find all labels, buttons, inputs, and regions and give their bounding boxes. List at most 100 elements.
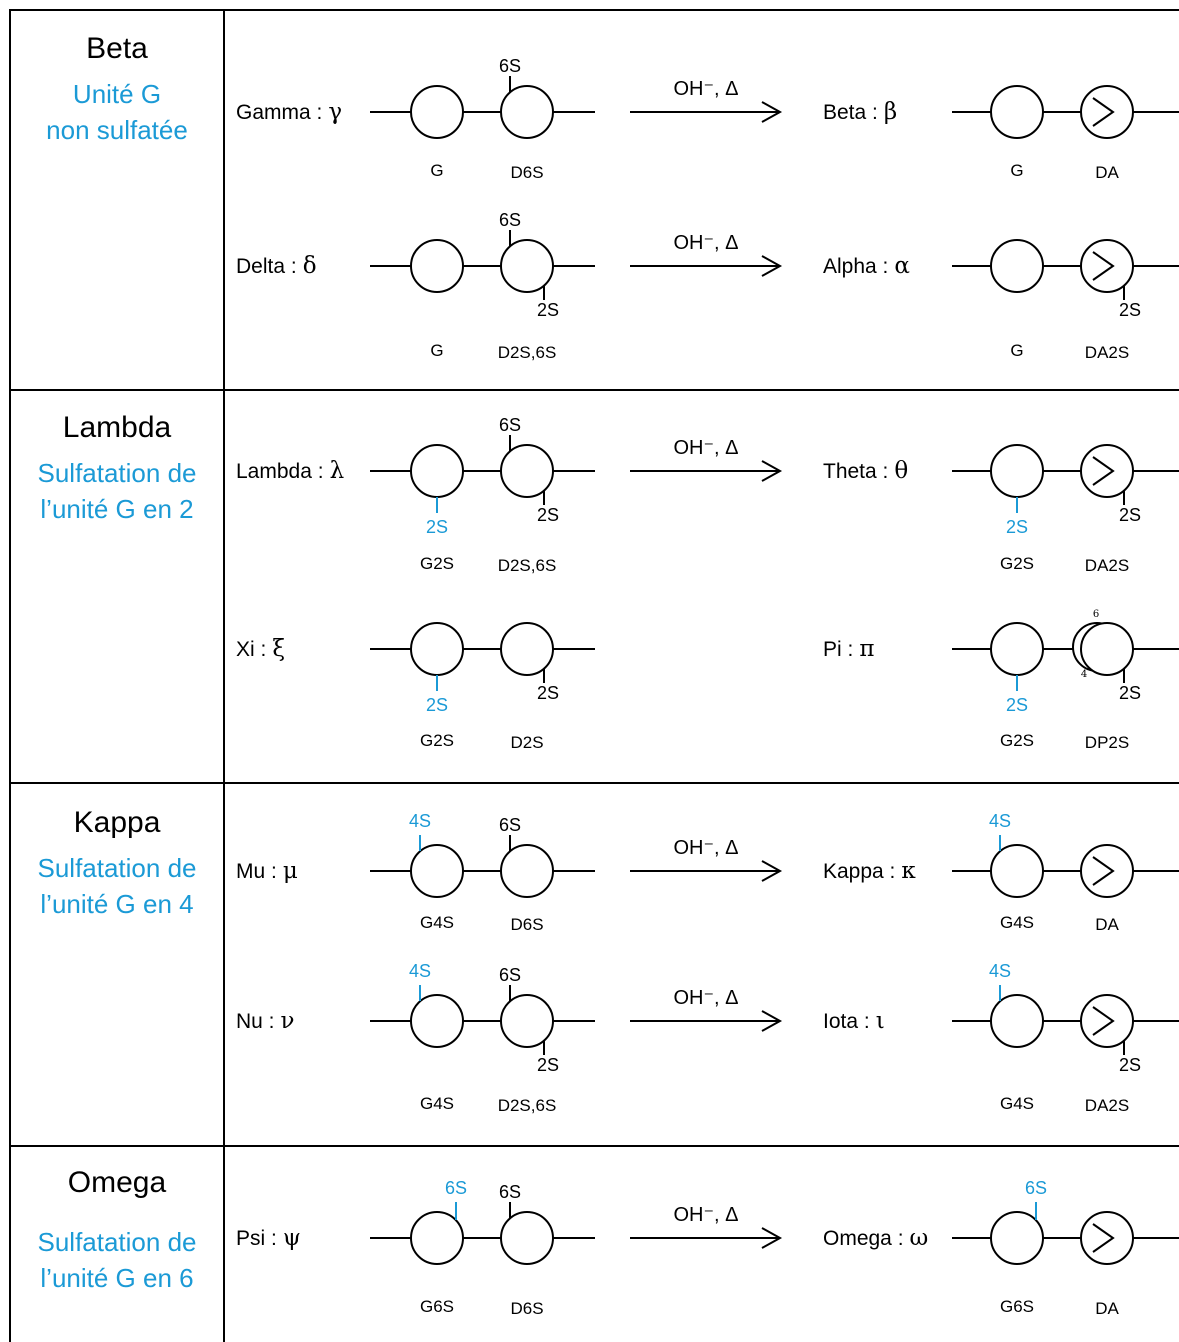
family-description-line: Sulfatation de bbox=[37, 458, 197, 488]
anhydro-bridge bbox=[1092, 1223, 1115, 1253]
unit-label: D2S,6S bbox=[497, 1096, 557, 1115]
sugar-ring bbox=[990, 239, 1044, 293]
sulfate-6s-label: 6S bbox=[498, 56, 522, 76]
sulfate-6s-label: 6S bbox=[444, 1178, 468, 1198]
sulfate-2s-label: 2S bbox=[1118, 300, 1142, 320]
family-name: Kappa bbox=[73, 806, 161, 839]
sugar-ring bbox=[410, 1211, 464, 1265]
sugar-ring bbox=[1080, 844, 1134, 898]
sulfate-2s-label: 2S bbox=[536, 300, 560, 320]
greek-symbol: θ bbox=[894, 458, 909, 484]
sulfate-6s-label: 6S bbox=[498, 210, 522, 230]
sulfate-2s-label: 2S bbox=[1118, 505, 1142, 525]
right-polymer-label: Omega :ω bbox=[823, 1226, 928, 1251]
unit-label: G4S bbox=[419, 913, 455, 932]
sulfate-4s-label: 4S bbox=[408, 811, 432, 831]
sugar-ring bbox=[1080, 444, 1134, 498]
sugar-ring bbox=[500, 1211, 554, 1265]
sugar-ring bbox=[1080, 1211, 1134, 1265]
family-cell-omega: Omega Sulfatation de l’unité G en 6 bbox=[10, 1166, 224, 1296]
unit-label: DA2S bbox=[1084, 1096, 1130, 1115]
sugar-ring bbox=[500, 622, 554, 676]
unit-label: G6S bbox=[419, 1297, 455, 1316]
unit-label: D6S bbox=[510, 915, 544, 934]
right-polymer-label: Pi :π bbox=[823, 637, 874, 662]
sulfate-2s-label: 2S bbox=[425, 517, 449, 537]
sugar-ring bbox=[500, 85, 554, 139]
family-cell-beta: Beta Unité G non sulfatée bbox=[10, 32, 224, 148]
unit-label: G bbox=[1010, 341, 1024, 360]
greek-symbol: α bbox=[894, 253, 910, 279]
sugar-ring bbox=[1080, 622, 1134, 676]
sugar-ring bbox=[410, 444, 464, 498]
polymer-name: Alpha : bbox=[823, 255, 889, 278]
sulfate-2s-label: 2S bbox=[536, 683, 560, 703]
sugar-ring bbox=[410, 994, 464, 1048]
sugar-ring bbox=[990, 844, 1044, 898]
polymer-name: Pi : bbox=[823, 638, 854, 661]
right-polymer-label: Beta :β bbox=[823, 100, 897, 125]
anhydro-bridge bbox=[1092, 97, 1115, 127]
polymer-name: Theta : bbox=[823, 460, 889, 483]
unit-label: DA bbox=[1095, 1299, 1119, 1318]
sulfate-2s-label: 2S bbox=[536, 505, 560, 525]
family-name: Omega bbox=[67, 1166, 167, 1199]
unit-label: D2S,6S bbox=[497, 343, 557, 362]
anhydro-bridge bbox=[1092, 856, 1115, 886]
unit-label: D6S bbox=[510, 163, 544, 182]
sugar-ring bbox=[500, 239, 554, 293]
family-name: Beta bbox=[86, 32, 148, 65]
sulfate-6s-label: 6S bbox=[498, 965, 522, 985]
sulfate-2s-label: 2S bbox=[536, 1055, 560, 1075]
polymer-name: Mu : bbox=[236, 860, 277, 883]
right-polymer-label: Kappa :κ bbox=[823, 859, 916, 884]
sulfate-6s-label: 6S bbox=[498, 1182, 522, 1202]
family-description-line: Sulfatation de bbox=[37, 1227, 197, 1257]
unit-label: D2S,6S bbox=[497, 556, 557, 575]
unit-label: G2S bbox=[419, 731, 455, 750]
greek-symbol: ω bbox=[909, 1225, 929, 1251]
family-description-line: Unité G bbox=[72, 79, 162, 109]
left-polymer-label: Lambda :λ bbox=[236, 459, 344, 484]
reaction-arrow-head bbox=[761, 101, 783, 123]
unit-label: DA2S bbox=[1084, 556, 1130, 575]
family-cell-lambda: Lambda Sulfatation de l’unité G en 2 bbox=[10, 411, 224, 527]
sugar-ring bbox=[990, 622, 1044, 676]
greek-symbol: μ bbox=[282, 858, 298, 884]
left-polymer-label: Nu :ν bbox=[236, 1009, 295, 1034]
polymer-name: Lambda : bbox=[236, 460, 324, 483]
family-description-line: l’unité G en 2 bbox=[40, 494, 194, 524]
sugar-ring bbox=[1080, 85, 1134, 139]
sugar-ring bbox=[990, 1211, 1044, 1265]
left-polymer-label: Xi :ξ bbox=[236, 637, 285, 662]
greek-symbol: ν bbox=[280, 1008, 295, 1034]
ring-position-label: 6 bbox=[1092, 609, 1100, 620]
reaction-arrow-head bbox=[761, 1227, 783, 1249]
reaction-conditions: OH⁻, Δ bbox=[673, 232, 739, 254]
sulfate-2s-label: 2S bbox=[425, 695, 449, 715]
family-name: Lambda bbox=[62, 411, 172, 444]
family-description-line: l’unité G en 6 bbox=[40, 1263, 194, 1293]
anhydro-bridge bbox=[1092, 251, 1115, 281]
sugar-ring bbox=[410, 239, 464, 293]
polymer-name: Omega : bbox=[823, 1227, 904, 1250]
unit-label: DP2S bbox=[1084, 733, 1130, 752]
sugar-ring bbox=[410, 844, 464, 898]
family-description-line: Sulfatation de bbox=[37, 853, 197, 883]
greek-symbol: π bbox=[859, 636, 875, 662]
unit-label: DA bbox=[1095, 915, 1119, 934]
greek-symbol: ι bbox=[875, 1008, 885, 1034]
sugar-ring bbox=[410, 622, 464, 676]
reaction-conditions: OH⁻, Δ bbox=[673, 78, 739, 100]
sugar-ring bbox=[500, 444, 554, 498]
sulfate-4s-label: 4S bbox=[408, 961, 432, 981]
greek-symbol: ψ bbox=[282, 1225, 301, 1251]
polymer-name: Delta : bbox=[236, 255, 297, 278]
polymer-name: Kappa : bbox=[823, 860, 896, 883]
right-polymer-label: Alpha :α bbox=[823, 254, 910, 279]
polymer-name: Gamma : bbox=[236, 101, 323, 124]
sugar-ring bbox=[1080, 994, 1134, 1048]
sulfate-2s-label: 2S bbox=[1005, 695, 1029, 715]
unit-label: G2S bbox=[999, 554, 1035, 573]
